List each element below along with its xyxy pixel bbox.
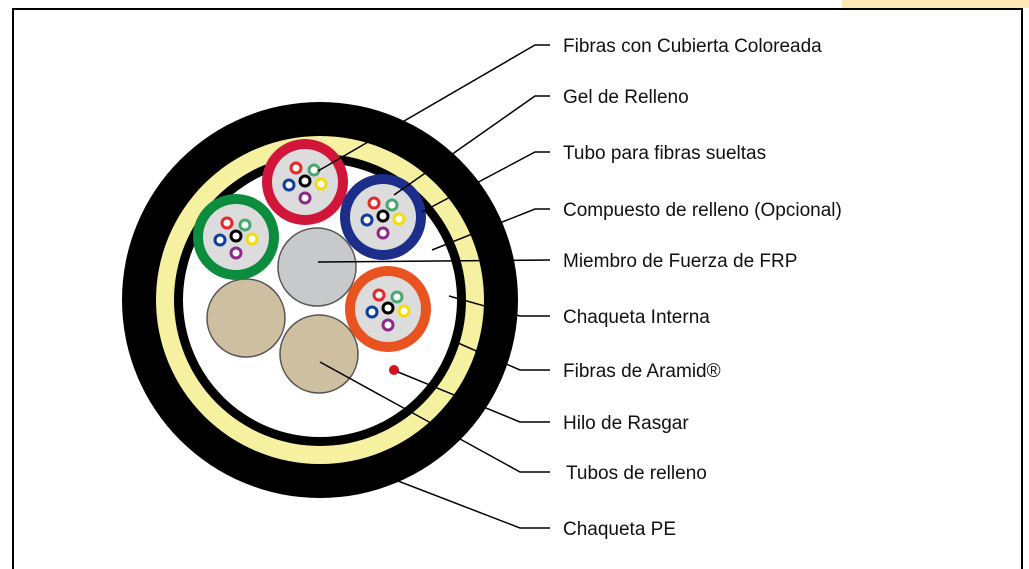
- loose-tubes: [193, 139, 431, 352]
- colored-fiber: [390, 290, 404, 304]
- colored-fiber: [367, 196, 381, 210]
- label-frp-member: Miembro de Fuerza de FRP: [563, 251, 797, 272]
- colored-fiber: [376, 209, 390, 223]
- colored-fiber: [376, 226, 390, 240]
- colored-fiber: [282, 178, 296, 192]
- label-colored-fibers: Fibras con Cubierta Coloreada: [563, 36, 822, 57]
- colored-fiber: [381, 318, 395, 332]
- colored-fiber: [372, 288, 386, 302]
- leader-filler-tubes: [319, 361, 550, 473]
- leader-loose-tube: [421, 151, 550, 213]
- leader-colored-fibers: [317, 44, 550, 172]
- loose-tube: [340, 174, 426, 260]
- leader-pe-jacket: [379, 473, 550, 529]
- frp-strength-member: [277, 227, 357, 307]
- colored-fiber: [314, 177, 328, 191]
- colored-fiber: [360, 213, 374, 227]
- leader-filling-gel: [393, 95, 550, 196]
- label-aramid-yarn: Fibras de Aramid®: [563, 361, 721, 382]
- colored-fiber: [220, 216, 234, 230]
- colored-fiber: [245, 232, 259, 246]
- label-loose-tube: Tubo para fibras sueltas: [563, 143, 766, 164]
- label-filler-tubes: Tubos de relleno: [566, 463, 707, 484]
- label-ripcord: Hilo de Rasgar: [563, 413, 689, 434]
- colored-fiber: [381, 301, 395, 315]
- leader-filling-compound: [431, 208, 550, 251]
- colored-fiber: [298, 174, 312, 188]
- filler-tube: [206, 278, 286, 358]
- colored-fiber: [385, 198, 399, 212]
- loose-tube: [345, 266, 431, 352]
- loose-tube: [262, 139, 348, 225]
- colored-fiber: [213, 233, 227, 247]
- leader-aramid-yarn: [457, 342, 550, 371]
- corner-tab: [842, 0, 1029, 8]
- colored-fiber: [238, 218, 252, 232]
- leader-inner-jacket: [448, 295, 550, 317]
- loose-tube: [193, 194, 279, 280]
- leader-lines: [317, 44, 551, 529]
- leader-frp-member: [317, 259, 551, 263]
- label-filling-gel: Gel de Relleno: [563, 87, 689, 108]
- colored-fiber: [229, 229, 243, 243]
- colored-fiber: [307, 163, 321, 177]
- colored-fiber: [229, 246, 243, 260]
- ripcord-thread: [389, 365, 399, 375]
- colored-fiber: [397, 304, 411, 318]
- colored-fiber: [298, 191, 312, 205]
- label-inner-jacket: Chaqueta Interna: [563, 307, 710, 328]
- colored-fiber: [392, 212, 406, 226]
- filler-tube: [279, 314, 359, 394]
- leader-ripcord: [397, 371, 550, 423]
- cable-core: [193, 139, 431, 394]
- colored-fiber: [365, 305, 379, 319]
- label-filling-compound: Compuesto de relleno (Opcional): [563, 200, 842, 221]
- colored-fiber: [289, 161, 303, 175]
- label-pe-jacket: Chaqueta PE: [563, 519, 676, 540]
- callout-labels: Fibras con Cubierta Coloreada Gel de Rel…: [563, 36, 842, 540]
